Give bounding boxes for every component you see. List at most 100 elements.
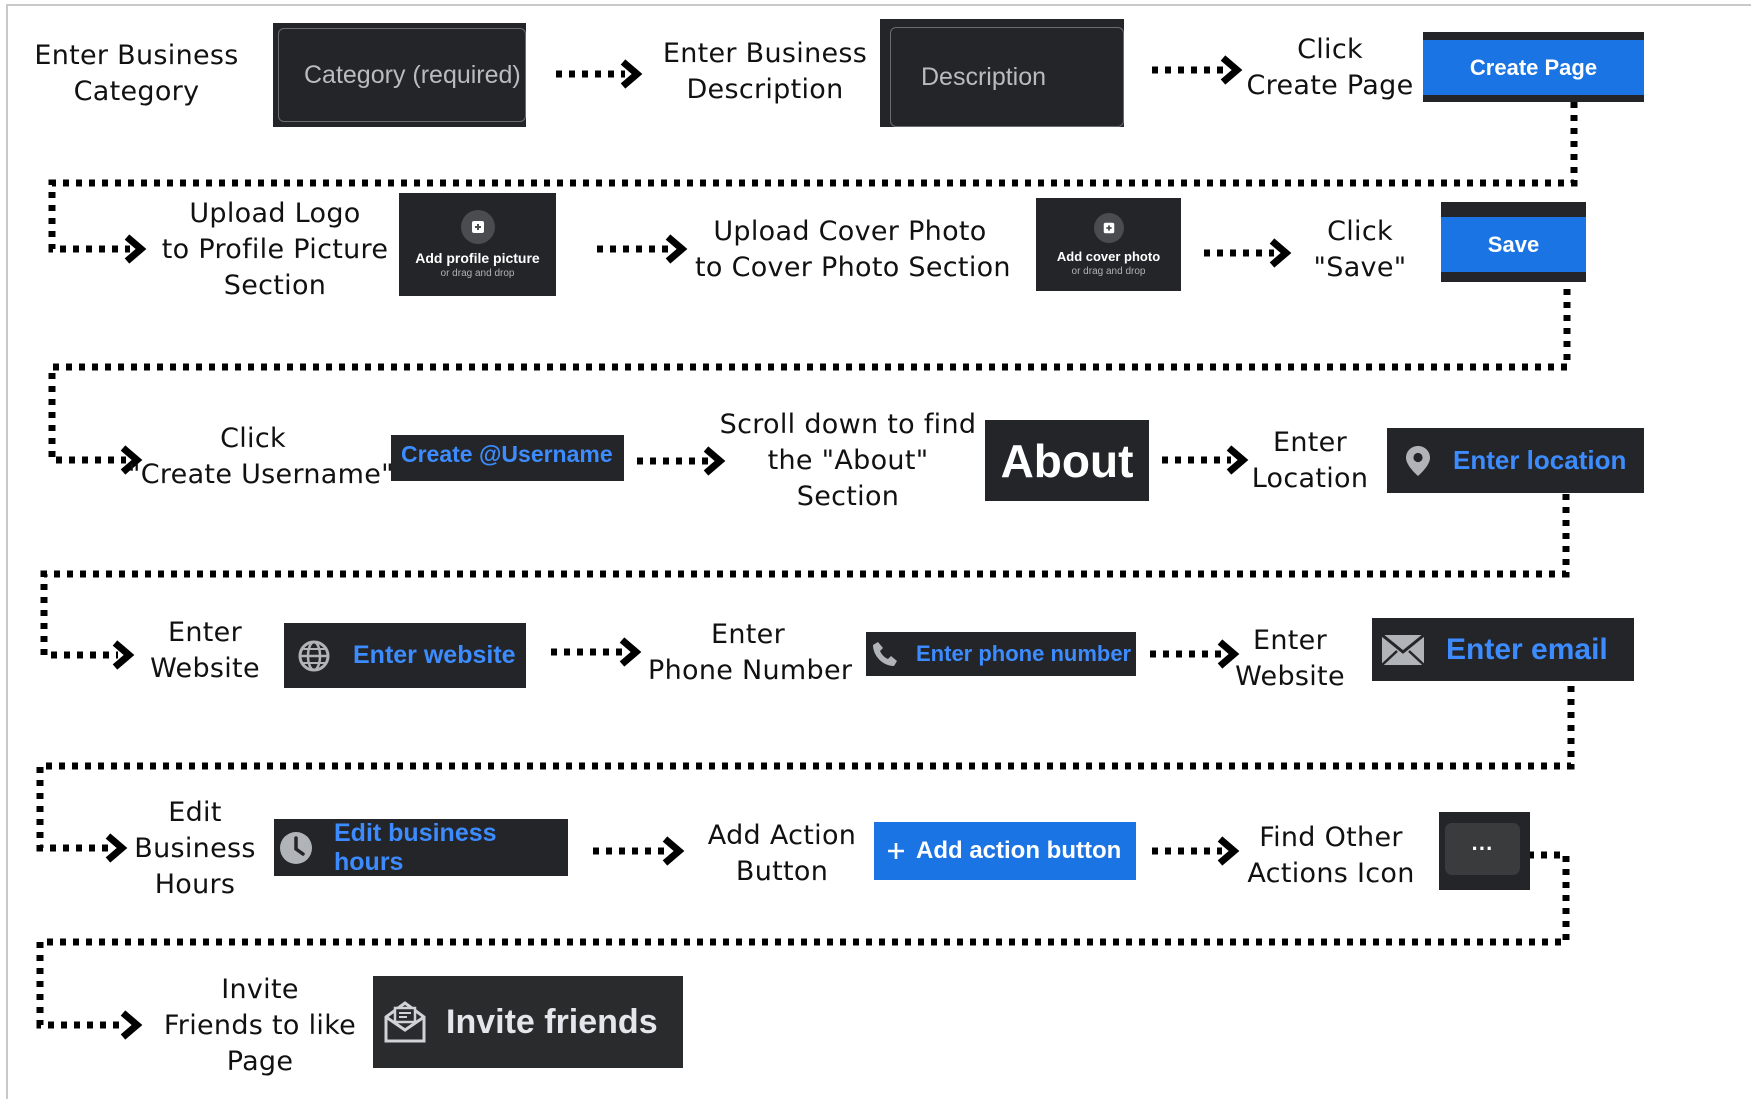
step-text: Upload Cover Photo xyxy=(713,216,987,247)
globe-icon xyxy=(297,639,331,673)
step-text: to Cover Photo Section xyxy=(695,252,1011,283)
envelope-icon xyxy=(1380,633,1426,667)
about-heading[interactable]: About xyxy=(1000,434,1134,487)
step-text: to Profile Picture xyxy=(161,234,389,265)
plus-photo-icon xyxy=(460,210,495,244)
step-text: Upload Logo xyxy=(189,198,361,229)
step-text: Enter Business xyxy=(34,40,239,71)
step-upload-logo: Upload Logo to Profile Picture Section xyxy=(160,196,390,304)
arrowhead xyxy=(703,446,726,476)
step-text: Website xyxy=(150,653,260,684)
plus-photo-icon xyxy=(1093,212,1124,243)
add-cover-photo-label: Add cover photo xyxy=(1056,248,1161,264)
arrowhead xyxy=(1217,639,1240,669)
step-text: Enter xyxy=(711,619,785,650)
create-username-screenshot: Create @Username xyxy=(391,435,624,481)
step-enter-location: Enter Location xyxy=(1245,425,1375,497)
enter-phone-label: Enter phone number xyxy=(916,641,1132,666)
step-text: Enter xyxy=(168,617,242,648)
step-text: Invite xyxy=(221,974,299,1005)
category-screenshot: Category (required) xyxy=(273,23,526,127)
add-profile-picture-label: Add profile picture xyxy=(415,250,540,266)
step-text: Category xyxy=(73,76,200,107)
step-text: Enter xyxy=(1253,625,1327,656)
description-placeholder: Description xyxy=(921,62,1047,91)
profile-picture-screenshot[interactable]: Add profile picture or drag and drop xyxy=(399,193,556,296)
step-text: Create Page xyxy=(1246,70,1414,101)
hours-screenshot[interactable]: Edit business hours xyxy=(274,819,568,876)
save-button[interactable]: Save xyxy=(1441,217,1586,272)
save-label: Save xyxy=(1487,231,1540,257)
step-text: Page xyxy=(226,1046,294,1077)
arrowhead xyxy=(1226,445,1249,475)
invite-envelope-icon xyxy=(382,999,428,1045)
enter-email-label: Enter email xyxy=(1446,632,1608,666)
save-screenshot: Save xyxy=(1441,202,1586,282)
connector-wrap-3 xyxy=(40,494,1570,659)
more-icon[interactable]: ··· xyxy=(1445,823,1520,875)
step-text: Friends to like xyxy=(163,1010,357,1041)
step-text: Phone Number xyxy=(648,655,853,686)
enter-location-label: Enter location xyxy=(1453,445,1627,475)
clock-icon xyxy=(278,830,314,866)
step-enter-website: Enter Website xyxy=(140,615,270,687)
step-text: Button xyxy=(735,856,829,887)
category-input[interactable]: Category (required) xyxy=(278,28,526,122)
step-text: Website xyxy=(1235,661,1345,692)
step-text: "Save" xyxy=(1313,252,1407,283)
create-page-screenshot: Create Page xyxy=(1423,32,1644,102)
page-border xyxy=(6,4,1751,1099)
phone-screenshot[interactable]: Enter phone number xyxy=(866,632,1136,676)
create-page-label: Create Page xyxy=(1469,54,1598,80)
add-action-screenshot[interactable]: Add action button xyxy=(874,822,1136,880)
category-placeholder: Category (required) xyxy=(304,60,521,89)
step-text: "Create Username" xyxy=(128,459,394,490)
description-input[interactable]: Description xyxy=(890,27,1124,127)
invite-friends-label: Invite friends xyxy=(446,1002,658,1041)
more-dots: ··· xyxy=(1471,836,1494,861)
step-text: Enter Business xyxy=(662,38,868,69)
website-screenshot[interactable]: Enter website xyxy=(284,623,526,688)
email-screenshot[interactable]: Enter email xyxy=(1372,618,1634,681)
step-text: Click xyxy=(1327,216,1393,247)
connector-wrap-5 xyxy=(36,851,1570,1029)
step-text: Location xyxy=(1251,463,1369,494)
step-text: Business xyxy=(134,833,256,864)
create-page-button[interactable]: Create Page xyxy=(1423,40,1644,95)
step-enter-business-category: Enter Business Category xyxy=(34,38,239,110)
more-actions-screenshot: ··· xyxy=(1439,812,1530,890)
arrowhead xyxy=(620,59,643,89)
add-action-label: Add action button xyxy=(916,837,1122,864)
step-enter-business-description: Enter Business Description xyxy=(660,36,870,108)
step-text: Hours xyxy=(154,869,236,900)
arrowhead xyxy=(120,445,143,475)
arrowhead xyxy=(1269,238,1292,268)
create-username-link[interactable]: Create @Username xyxy=(401,441,613,467)
enter-website-label: Enter website xyxy=(353,641,516,669)
step-text: Edit xyxy=(168,797,222,828)
step-invite-friends: Invite Friends to like Page xyxy=(160,972,360,1080)
step-text: the "About" xyxy=(767,445,929,476)
edit-hours-label: Edit business hours xyxy=(334,818,497,876)
step-click-create-page: Click Create Page xyxy=(1240,32,1420,104)
step-text: Description xyxy=(686,74,844,105)
step-text: Click xyxy=(220,423,286,454)
step-text: Add Action xyxy=(707,820,857,851)
step-find-other-actions: Find Other Actions Icon xyxy=(1236,820,1426,892)
location-screenshot[interactable]: Enter location xyxy=(1387,428,1644,493)
step-text: Section xyxy=(796,481,900,512)
connector-wrap-4 xyxy=(36,686,1575,852)
step-text: Find Other xyxy=(1259,822,1403,853)
drag-drop-hint: or drag and drop xyxy=(440,268,515,279)
phone-icon xyxy=(871,640,899,668)
step-edit-hours: Edit Business Hours xyxy=(125,795,265,903)
step-text: Actions Icon xyxy=(1247,858,1415,889)
arrowhead xyxy=(1220,55,1243,85)
arrowhead xyxy=(124,234,147,264)
step-text: Click xyxy=(1297,34,1363,65)
cover-photo-screenshot[interactable]: Add cover photo or drag and drop xyxy=(1036,198,1181,291)
step-text: Scroll down to find xyxy=(719,409,977,440)
arrowhead xyxy=(112,640,135,670)
invite-friends-screenshot[interactable]: Invite friends xyxy=(373,976,683,1068)
